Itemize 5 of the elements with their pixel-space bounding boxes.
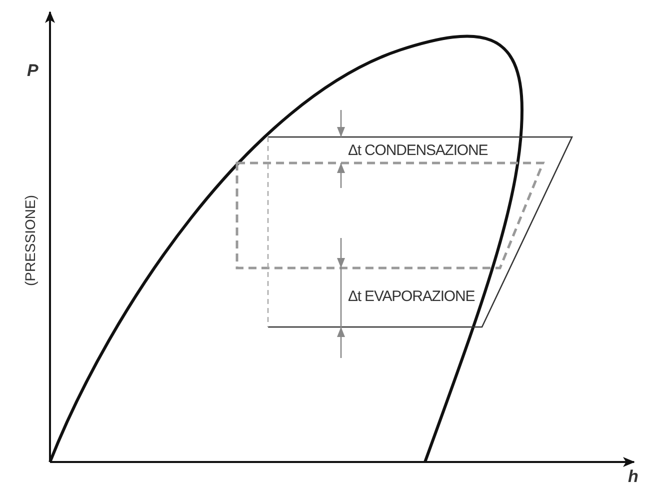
axis-title: (PRESSIONE)	[23, 195, 37, 286]
axis-label: h	[628, 468, 638, 485]
dimension-label: Δt CONDENSAZIONE	[348, 143, 488, 158]
axis-label: P	[27, 62, 38, 79]
dimension-label: Δt EVAPORAZIONE	[348, 289, 475, 304]
